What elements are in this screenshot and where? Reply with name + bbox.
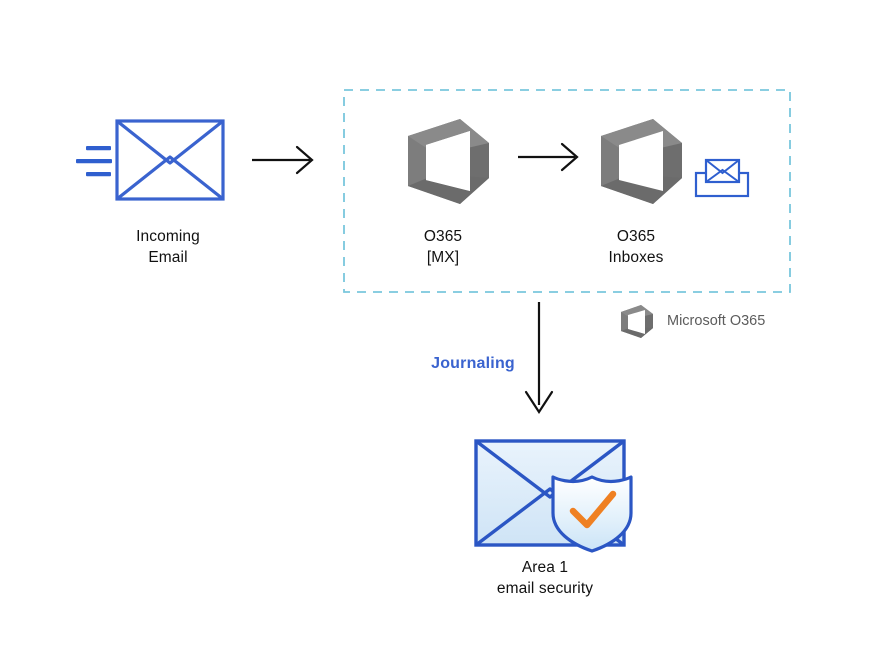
node-label-incoming-email: Incoming Email [136, 228, 200, 266]
office365-logo-icon-inboxes [601, 119, 682, 204]
shielded-envelope-icon [474, 439, 633, 553]
arrow-incoming-to-mx [252, 145, 314, 175]
envelope-icon [115, 119, 225, 201]
inbox-tray-icon [694, 158, 750, 198]
edge-label-journaling: Journaling [431, 355, 515, 372]
speed-lines-icon [76, 146, 112, 177]
arrow-mx-to-inboxes [518, 142, 579, 172]
arrow-journaling-down [524, 302, 554, 415]
legend: Microsoft O365 [618, 301, 765, 341]
node-label-o365-mx: O365 [MX] [423, 228, 463, 266]
o365-group-box [343, 89, 791, 293]
office365-logo-icon-legend [621, 305, 653, 338]
office365-logo-icon-mx [408, 119, 489, 204]
security-shield-icon [551, 475, 633, 553]
legend-label: Microsoft O365 [667, 313, 766, 329]
node-label-area1-email-security: Area 1 email security [496, 559, 594, 597]
node-label-o365-inboxes: O365 Inboxes [608, 228, 664, 266]
